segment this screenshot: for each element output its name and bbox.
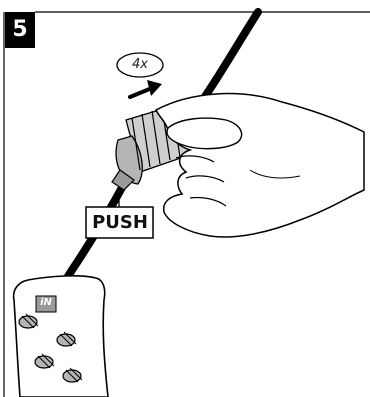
push-label-box <box>85 206 154 239</box>
hand-icon <box>155 92 365 238</box>
arrow-right-icon <box>128 80 162 99</box>
brand-logo: iN <box>40 297 52 308</box>
brand-logo-bg <box>35 295 57 313</box>
repeat-count-oval <box>116 52 164 78</box>
repeat-count-label: 4x <box>132 57 148 72</box>
manifold-icon <box>12 275 109 397</box>
step-number-badge: 5 <box>5 12 35 48</box>
push-label: PUSH <box>92 212 148 233</box>
